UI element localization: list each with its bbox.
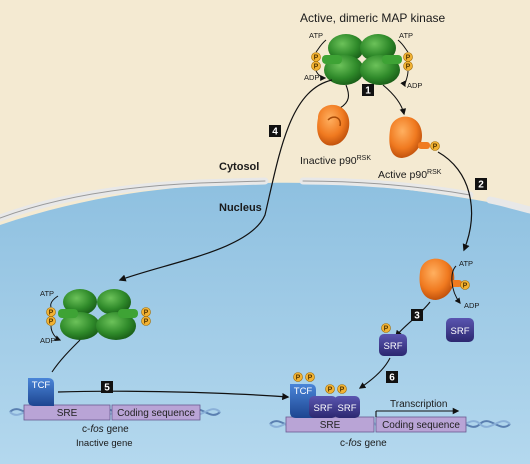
coding-sequence-right: Coding sequence — [375, 416, 467, 433]
svg-text:P: P — [314, 64, 319, 71]
srf-right-outer: SRF — [334, 396, 360, 418]
phosphate-group-complex: P P P P — [293, 372, 347, 394]
atp-label-nuclear-rsk: ATP — [459, 259, 473, 268]
arrow-kinase-to-rsk-active — [382, 84, 407, 116]
svg-text:P: P — [340, 387, 345, 394]
svg-text:SRF: SRF — [384, 341, 403, 352]
inactive-p90rsk-label: Inactive p90RSK — [300, 155, 371, 167]
atp-adp-arrow-nuclear-rsk — [451, 265, 461, 304]
gene-label-right: c-fos gene — [340, 438, 387, 449]
atp-arrow-nuclear-kinase — [50, 295, 59, 308]
svg-text:P: P — [463, 283, 468, 290]
gene-label-left: c-fos gene — [82, 424, 129, 435]
svg-text:SRF: SRF — [338, 403, 357, 414]
svg-text:4: 4 — [272, 127, 278, 138]
svg-text:TCF: TCF — [294, 386, 313, 397]
arrow-kinase-to-rsk-inactive — [339, 84, 350, 109]
srf-right-inner: SRF — [309, 396, 337, 418]
svg-text:SRE: SRE — [57, 408, 78, 419]
adp-label-top-right: ADP — [407, 81, 422, 90]
gene-status-left: Inactive gene — [76, 438, 133, 449]
adp-label-top-left: ADP — [304, 73, 319, 82]
step-6-marker: 6 — [386, 371, 398, 384]
svg-text:5: 5 — [104, 383, 110, 394]
svg-text:P: P — [406, 64, 411, 71]
svg-text:2: 2 — [478, 180, 484, 191]
svg-text:P: P — [49, 319, 54, 326]
step-5-marker: 5 — [101, 381, 113, 394]
svg-text:3: 3 — [414, 311, 420, 322]
nucleus-label: Nucleus — [219, 202, 262, 214]
svg-text:SRF: SRF — [451, 326, 470, 337]
arrow-srf-to-sre — [358, 357, 391, 389]
map-kinase-dimer-top — [322, 34, 402, 85]
adp-label-nuclear-kinase: ADP — [40, 336, 55, 345]
active-p90rsk-label: Active p90RSK — [378, 169, 442, 181]
svg-text:1: 1 — [365, 86, 371, 97]
nuclear-p90rsk: P — [419, 258, 470, 300]
atp-label-top-left: ATP — [309, 31, 323, 40]
arrow-kinase-to-tcf — [51, 339, 81, 373]
nuclear-envelope — [0, 177, 530, 222]
step-1-marker: 1 — [362, 84, 374, 97]
svg-text:Coding sequence: Coding sequence — [117, 408, 195, 419]
svg-text:P: P — [433, 144, 438, 151]
phosphate-group: P P P P — [311, 52, 413, 71]
sre-box-right: SRE — [285, 416, 375, 433]
svg-text:P: P — [328, 387, 333, 394]
arrow-rsk-into-nucleus — [437, 151, 473, 252]
inactive-p90rsk — [317, 104, 350, 146]
cytosol-label: Cytosol — [219, 161, 259, 173]
svg-text:6: 6 — [389, 373, 395, 384]
svg-text:P: P — [384, 326, 389, 333]
active-p90rsk: P — [389, 116, 440, 158]
coding-sequence-left: Coding sequence — [111, 404, 201, 421]
adp-label-nuclear-rsk: ADP — [464, 301, 479, 310]
step-2-marker: 2 — [475, 178, 487, 191]
transcription-label: Transcription — [390, 399, 447, 410]
arrow-kinase-into-nucleus — [118, 79, 333, 282]
adp-arrow-nuclear-kinase — [50, 325, 62, 341]
svg-text:P: P — [49, 310, 54, 317]
arrow-tcf-to-active-gene — [57, 390, 290, 401]
map-kinase-dimer-nuclear — [58, 289, 138, 340]
svg-text:P: P — [308, 375, 313, 382]
svg-text:SRF: SRF — [314, 403, 333, 414]
step-4-marker: 4 — [269, 125, 281, 138]
diagram-title: Active, dimeric MAP kinase — [300, 11, 445, 25]
svg-text:TCF: TCF — [32, 380, 51, 391]
step-3-marker: 3 — [411, 309, 423, 322]
svg-text:P: P — [144, 319, 149, 326]
sre-box-left: SRE — [23, 404, 111, 421]
srf-unphosphorylated: SRF — [446, 318, 474, 342]
svg-text:P: P — [144, 310, 149, 317]
svg-text:P: P — [296, 375, 301, 382]
svg-text:SRE: SRE — [320, 420, 341, 431]
srf-phosphorylated: SRF P — [379, 323, 407, 356]
phosphate-group-nuclear-kinase: P P P P — [46, 307, 151, 326]
svg-text:P: P — [406, 55, 411, 62]
svg-text:Coding sequence: Coding sequence — [382, 420, 460, 431]
atp-adp-arrows-top — [315, 39, 409, 88]
atp-label-top-right: ATP — [399, 31, 413, 40]
atp-label-nuclear-kinase: ATP — [40, 289, 54, 298]
tcf-left: TCF — [28, 378, 54, 406]
svg-text:P: P — [314, 55, 319, 62]
nucleus-region — [0, 182, 530, 464]
